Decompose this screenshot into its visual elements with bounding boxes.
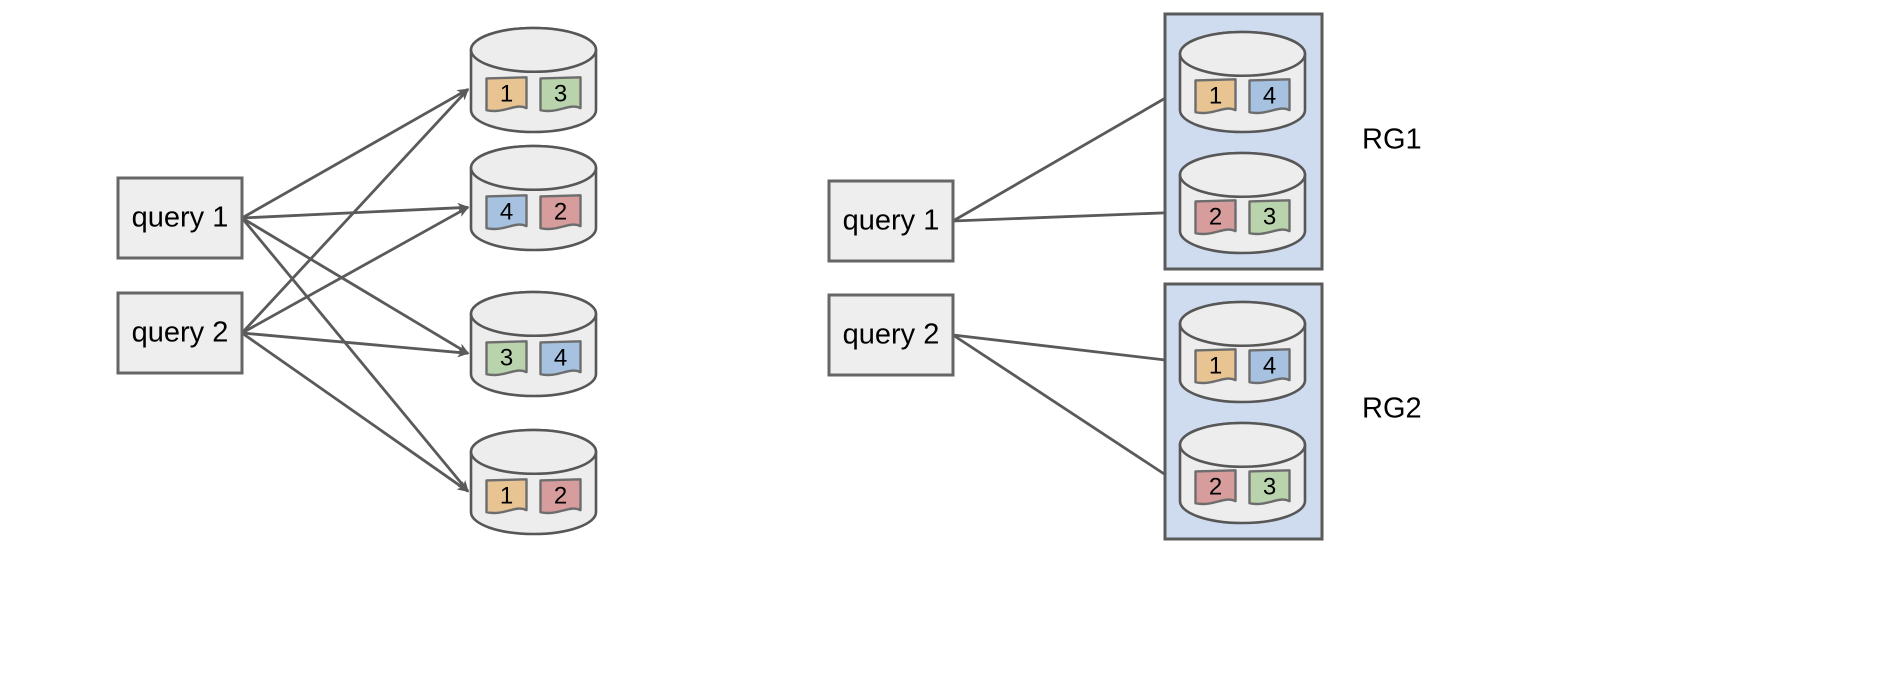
data-tag-2: 2 [539, 194, 582, 231]
query-node-query-1[interactable]: query 1 [116, 176, 244, 260]
edge-rq2-to-rg2-s1 [952, 333, 1179, 366]
data-tag-3: 3 [485, 340, 528, 377]
replication-group-label: RG1 [1362, 124, 1422, 156]
edge-q2-to-s4 [241, 331, 470, 493]
tag-value-label: 3 [500, 344, 513, 371]
cylinder-top [469, 290, 598, 338]
tag-value-label: 1 [500, 80, 513, 107]
cylinder-top [1178, 300, 1307, 348]
tag-shape [1194, 348, 1237, 385]
data-tag-1: 1 [485, 76, 528, 113]
tag-shape [1194, 469, 1237, 506]
data-tag-4: 4 [1248, 78, 1291, 115]
tag-shape [1194, 199, 1237, 236]
query-label: query 2 [843, 319, 940, 351]
tag-shape [1248, 199, 1291, 236]
tag-shape [539, 478, 582, 515]
cylinder-top [1178, 151, 1307, 199]
query-label: query 2 [132, 317, 229, 349]
edges-layer [240, 88, 1179, 493]
tag-shape [1248, 469, 1291, 506]
data-tag-1: 1 [1194, 348, 1237, 385]
query-box[interactable] [827, 293, 955, 377]
query-box[interactable] [116, 176, 244, 260]
tag-shape [485, 340, 528, 377]
query-box[interactable] [116, 291, 244, 375]
edge-q1-to-s4 [240, 217, 470, 493]
tag-value-label: 1 [1209, 82, 1222, 109]
tag-value-label: 3 [554, 80, 567, 107]
data-tag-2: 2 [539, 478, 582, 515]
edge-rq1-to-rg1-s2 [952, 207, 1179, 223]
query-label: query 1 [132, 202, 229, 234]
data-tag-2: 2 [1194, 469, 1237, 506]
tag-value-label: 3 [1263, 203, 1276, 230]
data-tag-3: 3 [1248, 469, 1291, 506]
data-tag-1: 1 [1194, 78, 1237, 115]
data-tag-4: 4 [539, 340, 582, 377]
tag-shape [485, 76, 528, 113]
data-tag-3: 3 [1248, 199, 1291, 236]
query-node-query-1[interactable]: query 1 [827, 179, 955, 263]
tag-shape [539, 340, 582, 377]
tag-value-label: 1 [1209, 352, 1222, 379]
query-node-query-2[interactable]: query 2 [827, 293, 955, 377]
tag-shape [539, 76, 582, 113]
edge-q1-to-s3 [241, 216, 470, 355]
tag-shape [1248, 78, 1291, 115]
cylinder-top [1178, 30, 1307, 78]
data-tag-2: 2 [1194, 199, 1237, 236]
replication-group-label: RG2 [1362, 393, 1422, 425]
edge-q2-to-s2 [241, 206, 470, 335]
data-tag-4: 4 [485, 194, 528, 231]
edge-q2-to-s1 [240, 88, 470, 334]
tag-value-label: 4 [1263, 82, 1276, 109]
tag-value-label: 4 [500, 198, 513, 225]
cylinder-top [469, 428, 598, 476]
cylinder-top [469, 144, 598, 192]
tag-value-label: 2 [554, 198, 567, 225]
edge-rq1-to-rg1-s1 [952, 90, 1179, 223]
query-nodes-layer: query 1 query 2 query 1 query 2 [116, 176, 955, 377]
tag-value-label: 2 [1209, 203, 1222, 230]
cylinder-top [469, 26, 598, 74]
tag-value-label: 4 [554, 344, 567, 371]
query-box[interactable] [827, 179, 955, 263]
data-tag-3: 3 [539, 76, 582, 113]
tag-value-label: 3 [1263, 473, 1276, 500]
tag-value-label: 2 [554, 482, 567, 509]
tag-shape [485, 194, 528, 231]
tag-value-label: 2 [1209, 473, 1222, 500]
cylinder-top [1178, 421, 1307, 469]
data-tag-1: 1 [485, 478, 528, 515]
edge-q2-to-s3 [241, 331, 470, 358]
tag-shape [539, 194, 582, 231]
tag-shape [1194, 78, 1237, 115]
query-node-query-2[interactable]: query 2 [116, 291, 244, 375]
tag-shape [485, 478, 528, 515]
data-tag-4: 4 [1248, 348, 1291, 385]
tag-value-label: 1 [500, 482, 513, 509]
tag-value-label: 4 [1263, 352, 1276, 379]
query-label: query 1 [843, 205, 940, 237]
edge-q1-to-s1 [241, 88, 470, 220]
tag-shape [1248, 348, 1291, 385]
edge-rq2-to-rg2-s2 [952, 333, 1179, 484]
